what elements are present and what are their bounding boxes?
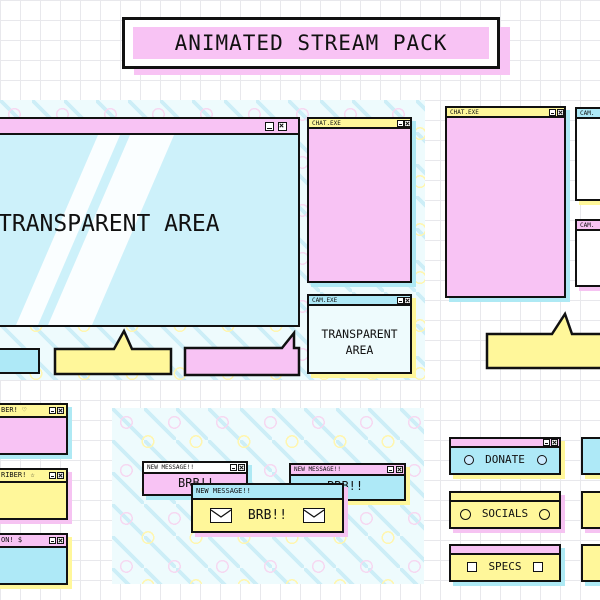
brb-window-1-title: NEW MESSAGE!! bbox=[147, 464, 194, 471]
brb-window-2-titlebar: NEW MESSAGE!! bbox=[291, 465, 404, 476]
chat-window-right-title: CHAT.EXE bbox=[447, 108, 564, 118]
panel-donate: DONATE bbox=[449, 437, 561, 475]
close-icon[interactable] bbox=[278, 122, 287, 131]
minimize-icon[interactable] bbox=[549, 109, 556, 116]
panel-specs-label: SPECS bbox=[488, 560, 522, 573]
cam-window-small-label: TRANSPARENT AREA bbox=[321, 327, 398, 357]
brb-window-3-content: BRB!! bbox=[193, 502, 342, 530]
smiley-icon bbox=[460, 508, 472, 520]
minimize-icon[interactable] bbox=[49, 537, 56, 544]
coin-icon: $ bbox=[17, 536, 23, 544]
minimize-icon[interactable] bbox=[543, 439, 550, 446]
alert-window-1-text: BER! bbox=[1, 406, 18, 414]
coin-icon bbox=[536, 455, 547, 465]
page-title: ANIMATED STREAM PACK bbox=[174, 31, 448, 55]
title-banner: ANIMATED STREAM PACK bbox=[122, 17, 500, 69]
heart-icon: ♡ bbox=[22, 406, 27, 414]
chat-window-left: CHAT.EXE bbox=[307, 117, 412, 283]
minimize-icon[interactable] bbox=[49, 472, 56, 479]
brb-window-1-titlebar: NEW MESSAGE!! bbox=[144, 463, 246, 474]
envelope-icon bbox=[210, 508, 233, 523]
bubble-yellow bbox=[53, 328, 173, 376]
minimize-icon[interactable] bbox=[49, 407, 56, 414]
alert-window-3: ON! $ bbox=[0, 533, 68, 585]
panel-socials-label: SOCIALS bbox=[481, 507, 529, 520]
minimize-icon[interactable] bbox=[397, 120, 404, 127]
cam-window-right-mid-title: CAM. bbox=[577, 221, 600, 231]
title-banner-inner: ANIMATED STREAM PACK bbox=[133, 27, 489, 59]
close-icon[interactable] bbox=[57, 472, 64, 479]
panel-socials: SOCIALS bbox=[449, 491, 561, 529]
minimize-icon[interactable] bbox=[230, 464, 237, 471]
panel-donate-titlebar bbox=[451, 439, 559, 448]
bubble-blue bbox=[0, 348, 40, 374]
main-window: TRANSPARENT AREA bbox=[0, 117, 300, 327]
floppy-icon bbox=[533, 562, 544, 572]
cam-window-small-title: CAM.EXE bbox=[309, 296, 410, 306]
bubble-yellow-right bbox=[485, 311, 600, 370]
bubble-pink bbox=[183, 330, 301, 377]
close-icon[interactable] bbox=[238, 464, 245, 471]
minimize-icon[interactable] bbox=[265, 122, 274, 131]
minimize-icon[interactable] bbox=[397, 297, 404, 304]
brb-window-3-titlebar: NEW MESSAGE!! bbox=[193, 485, 342, 500]
brb-window-3-title: NEW MESSAGE!! bbox=[196, 487, 251, 495]
panel-specs-titlebar bbox=[451, 546, 559, 555]
alert-window-1: BER! ♡ bbox=[0, 403, 68, 455]
cam-window-right-top: CAM. bbox=[575, 107, 600, 201]
glass-shine bbox=[16, 135, 174, 325]
minimize-icon[interactable] bbox=[387, 466, 394, 473]
coin-icon bbox=[463, 455, 474, 465]
alert-window-3-text: ON! bbox=[1, 536, 14, 544]
main-window-titlebar bbox=[0, 119, 298, 135]
panel-donate-label: DONATE bbox=[485, 453, 525, 466]
panel-specs: SPECS bbox=[449, 544, 561, 582]
alert-window-2: RIBER! ☆ bbox=[0, 468, 68, 520]
cam-window-small: CAM.EXE TRANSPARENT AREA bbox=[307, 294, 412, 374]
panel-right-2 bbox=[581, 491, 600, 529]
brb-window-2-title: NEW MESSAGE!! bbox=[294, 466, 341, 473]
panel-donate-content: DONATE bbox=[451, 453, 559, 466]
close-icon[interactable] bbox=[396, 466, 403, 473]
envelope-icon bbox=[302, 508, 325, 523]
smiley-icon bbox=[538, 508, 550, 520]
alert-window-2-text: RIBER! bbox=[1, 471, 27, 479]
panel-specs-content: SPECS bbox=[451, 560, 559, 573]
main-window-label: TRANSPARENT AREA bbox=[0, 211, 220, 237]
cam-window-right-mid: CAM. bbox=[575, 219, 600, 287]
close-icon[interactable] bbox=[404, 120, 411, 127]
panel-socials-titlebar bbox=[451, 493, 559, 502]
star-icon: ☆ bbox=[30, 471, 35, 479]
close-icon[interactable] bbox=[57, 537, 64, 544]
cam-window-right-top-title: CAM. bbox=[577, 109, 600, 119]
chat-window-left-title: CHAT.EXE bbox=[309, 119, 410, 129]
floppy-icon bbox=[466, 562, 477, 572]
chat-window-right: CHAT.EXE bbox=[445, 106, 566, 298]
close-icon[interactable] bbox=[404, 297, 411, 304]
brb-window-3: NEW MESSAGE!! BRB!! bbox=[191, 483, 344, 533]
brb-window-3-text: BRB!! bbox=[247, 508, 288, 523]
panel-right-3 bbox=[581, 544, 600, 582]
panel-right-1 bbox=[581, 437, 600, 475]
close-icon[interactable] bbox=[57, 407, 64, 414]
panel-socials-content: SOCIALS bbox=[451, 507, 559, 520]
close-icon[interactable] bbox=[557, 109, 564, 116]
close-icon[interactable] bbox=[551, 439, 558, 446]
